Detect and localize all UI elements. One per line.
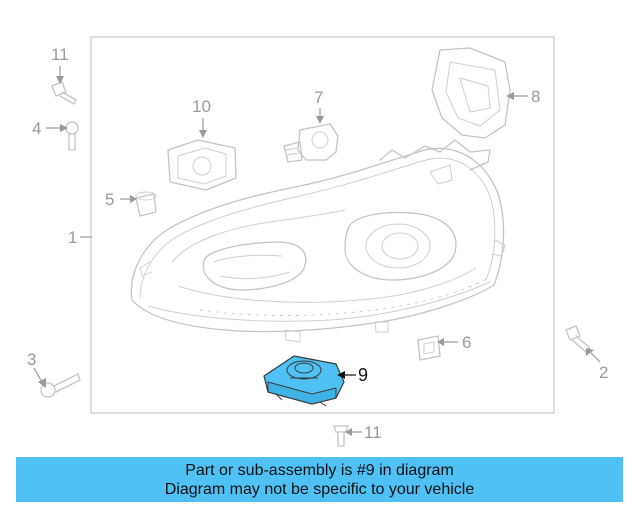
callout-6[interactable]: 6 — [462, 333, 471, 352]
bulb-part-7 — [283, 123, 339, 163]
bracket-part-8 — [431, 47, 511, 139]
screw-part-11-bottom — [333, 425, 349, 447]
clip-part-6 — [417, 335, 441, 361]
info-banner: Part or sub-assembly is #9 in diagram Di… — [16, 457, 623, 502]
callout-10[interactable]: 10 — [192, 97, 211, 116]
callout-4[interactable]: 4 — [32, 119, 41, 138]
callout-2[interactable]: 2 — [599, 363, 608, 382]
callout-labels: 11 4 10 7 8 5 1 6 3 2 9 11 — [27, 45, 608, 442]
banner-line-part-number: Part or sub-assembly is #9 in diagram — [185, 461, 454, 479]
banner-line-disclaimer: Diagram may not be specific to your vehi… — [164, 480, 475, 498]
callout-5[interactable]: 5 — [105, 190, 114, 209]
plug-part-5 — [135, 191, 157, 217]
control-module-part-9[interactable] — [263, 355, 345, 407]
callout-8[interactable]: 8 — [531, 87, 540, 106]
screw-part-11-top — [51, 81, 77, 105]
module-part-10 — [167, 139, 237, 191]
callout-1[interactable]: 1 — [68, 228, 77, 247]
callout-3[interactable]: 3 — [27, 350, 36, 369]
diagram-frame — [90, 36, 555, 414]
screw-part-4 — [65, 121, 79, 151]
leader-lines — [33, 66, 601, 436]
headlamp-assembly — [130, 139, 506, 343]
callout-7[interactable]: 7 — [314, 88, 323, 107]
callout-9[interactable]: 9 — [358, 365, 368, 385]
screw-part-3 — [40, 373, 81, 398]
callout-11-top[interactable]: 11 — [51, 45, 69, 64]
callout-11-bottom[interactable]: 11 — [364, 423, 382, 442]
